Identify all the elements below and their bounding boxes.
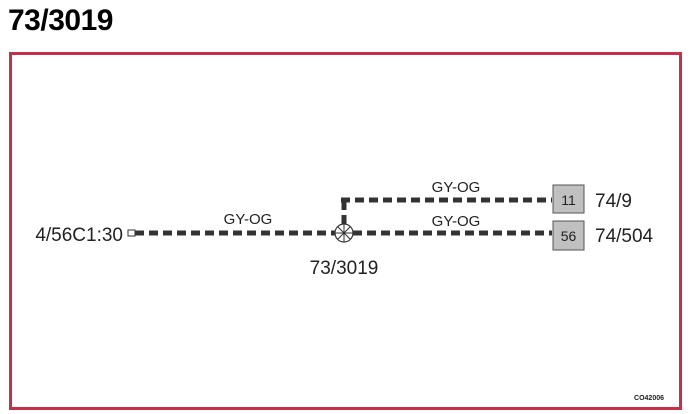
wire-main-color-label: GY-OG bbox=[224, 211, 273, 228]
connector-terminal-icon bbox=[127, 229, 136, 237]
wire-lower-color-label: GY-OG bbox=[432, 213, 481, 230]
pin-56-connector-label: 74/504 bbox=[595, 226, 654, 247]
connector-left-label: 4/56C1:30 bbox=[35, 225, 123, 246]
pin-11-box bbox=[552, 184, 585, 214]
diagram-frame bbox=[9, 52, 682, 410]
splice-icon bbox=[334, 223, 354, 243]
pin-56-box bbox=[552, 220, 585, 251]
page-title: 73/3019 bbox=[8, 4, 113, 37]
pin-56-number: 56 bbox=[561, 228, 577, 244]
image-code-label: CO42006 bbox=[634, 395, 664, 402]
pin-11-number: 11 bbox=[561, 192, 576, 208]
pin-11-connector-label: 74/9 bbox=[595, 191, 632, 212]
splice-label: 73/3019 bbox=[310, 258, 379, 279]
wire-upper-color-label: GY-OG bbox=[432, 179, 481, 196]
